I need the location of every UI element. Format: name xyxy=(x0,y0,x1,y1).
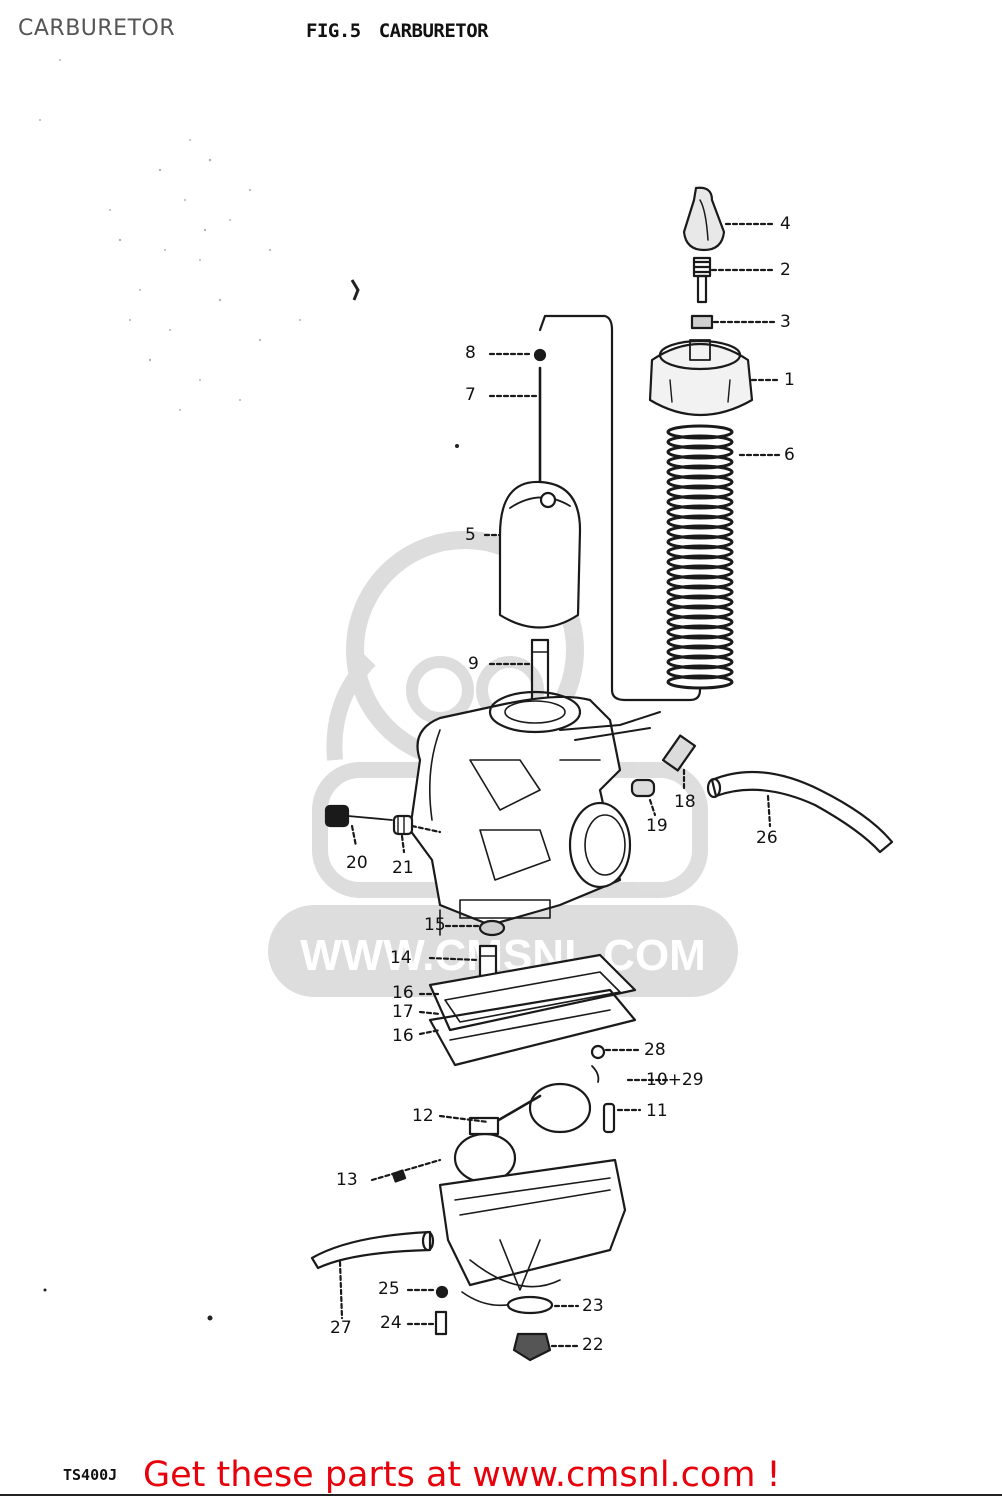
spring-coil xyxy=(666,424,734,440)
float-gasket-part xyxy=(418,953,637,1067)
needle-clip-part xyxy=(488,348,547,362)
callout-1: 1 xyxy=(784,370,795,390)
spring-coil xyxy=(666,464,734,480)
spring-coil xyxy=(666,504,734,520)
callout-19: 19 xyxy=(646,816,668,836)
callout-27: 27 xyxy=(330,1318,352,1338)
spring-coil xyxy=(666,624,734,640)
spring-coil xyxy=(666,494,734,510)
callout-21: 21 xyxy=(392,858,414,878)
callout-28: 28 xyxy=(644,1040,666,1060)
spring-coil xyxy=(666,474,734,490)
spring-coil xyxy=(666,564,734,580)
spring-coil xyxy=(666,664,734,680)
spring-coil xyxy=(666,514,734,530)
callout-14: 14 xyxy=(390,948,412,968)
page-title: CARBURETOR xyxy=(18,16,176,41)
callout-9: 9 xyxy=(468,654,479,674)
callout-8: 8 xyxy=(465,343,476,363)
float-bowl-part xyxy=(438,1158,627,1307)
callout-18: 18 xyxy=(674,792,696,812)
callout-26: 26 xyxy=(756,828,778,848)
callout-13: 13 xyxy=(336,1170,358,1190)
bowl-gasket-part xyxy=(506,1295,580,1315)
elbow-part xyxy=(630,778,657,817)
float-bowl-screw-part xyxy=(370,1158,442,1183)
callout-15: 15 xyxy=(424,915,446,935)
spring-coil xyxy=(666,674,734,690)
callout-4: 4 xyxy=(780,214,791,234)
spring-coil xyxy=(666,544,734,560)
carburetor-body xyxy=(408,690,661,936)
figure-name: CARBURETOR xyxy=(378,20,489,42)
callout-10-29: 10+29 xyxy=(646,1070,704,1090)
drain-hose-part xyxy=(310,1230,435,1320)
callout-16-lower: 16 xyxy=(392,1026,414,1046)
hose-fitting-part xyxy=(661,734,697,792)
buy-parts-link[interactable]: Get these parts at www.cmsnl.com ! xyxy=(143,1455,781,1495)
figure-number: FIG.5 xyxy=(306,20,361,42)
spring-coils xyxy=(666,424,734,690)
bowl-plug-part xyxy=(512,1332,580,1362)
locknut-part xyxy=(690,314,777,330)
spring-coil xyxy=(666,434,734,450)
callout-24: 24 xyxy=(380,1313,402,1333)
idle-screw-part xyxy=(324,804,393,848)
spring-coil xyxy=(666,574,734,590)
spring-coil xyxy=(666,454,734,470)
callout-12: 12 xyxy=(412,1106,434,1126)
spring-coil xyxy=(666,644,734,660)
spring-coil xyxy=(666,444,734,460)
throttle-cable xyxy=(538,314,702,702)
callout-20: 20 xyxy=(346,853,368,873)
spring-coil xyxy=(666,484,734,500)
callout-11: 11 xyxy=(646,1101,668,1121)
float-part xyxy=(438,1082,592,1184)
speck-mark xyxy=(350,279,360,301)
spring-coil xyxy=(666,584,734,600)
callout-2: 2 xyxy=(780,260,791,280)
bottom-divider xyxy=(0,1494,1002,1496)
cable-adjuster-part xyxy=(692,256,777,304)
speck-mark xyxy=(207,1315,213,1321)
spring-coil xyxy=(666,594,734,610)
speck-mark xyxy=(43,1288,47,1292)
callout-5: 5 xyxy=(465,525,476,545)
spring-coil xyxy=(666,534,734,550)
figure-title: FIG.5 CARBURETOR xyxy=(306,20,489,42)
callout-3: 3 xyxy=(780,312,791,332)
callout-16-upper: 16 xyxy=(392,983,414,1003)
drain-screw-oring-part xyxy=(406,1285,449,1299)
spring-coil xyxy=(666,634,734,650)
vent-hose-part xyxy=(706,770,894,854)
callout-17: 17 xyxy=(392,1002,414,1022)
callout-25: 25 xyxy=(378,1279,400,1299)
cable-cap-part xyxy=(682,186,777,252)
spring-coil xyxy=(666,604,734,620)
top-cap-part xyxy=(648,339,782,416)
idle-spring-part xyxy=(392,814,442,854)
speck-mark xyxy=(455,444,459,448)
main-jet-part xyxy=(444,919,506,937)
scan-noise xyxy=(39,59,301,411)
float-arm-part xyxy=(591,1065,672,1083)
callout-22: 22 xyxy=(582,1335,604,1355)
pilot-jet-part xyxy=(602,1102,642,1134)
callout-6: 6 xyxy=(784,445,795,465)
float-pin-part xyxy=(590,1044,642,1060)
drain-screw-part xyxy=(406,1310,448,1336)
spring-coil xyxy=(666,654,734,670)
throttle-slide-part xyxy=(483,480,582,629)
callout-23: 23 xyxy=(582,1296,604,1316)
spring-coil xyxy=(666,614,734,630)
spring-coil xyxy=(666,524,734,540)
model-code: TS400J xyxy=(63,1466,118,1484)
callout-7: 7 xyxy=(465,385,476,405)
spring-coil xyxy=(666,554,734,570)
